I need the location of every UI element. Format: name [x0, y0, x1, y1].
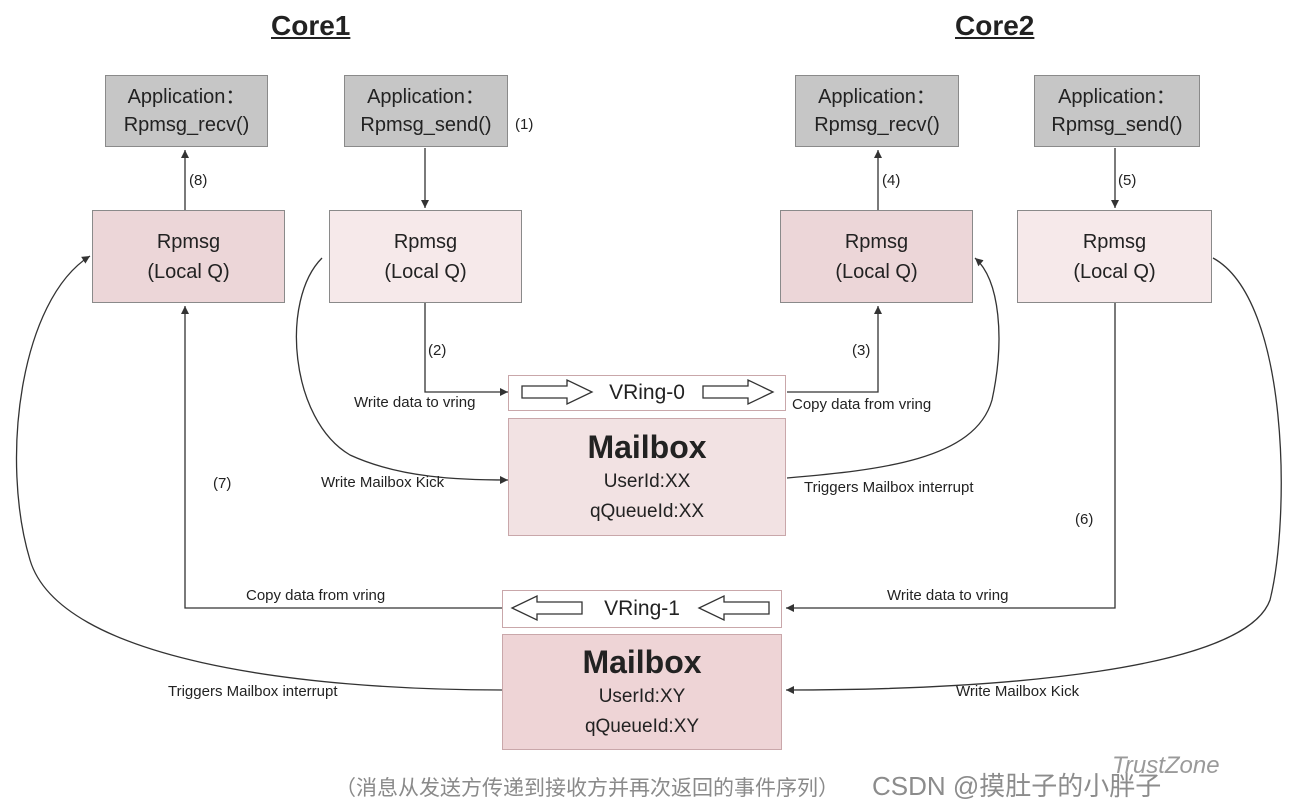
- mailbox0-queueid: qQueueId:XX: [589, 501, 705, 522]
- step-6-label: (6): [1075, 511, 1094, 528]
- mailbox1-queueid: qQueueId:XY: [584, 716, 700, 737]
- label-copy-vring0: Copy data from vring: [792, 396, 932, 413]
- step-2-label: (2): [428, 342, 447, 359]
- arrow-step6: [786, 303, 1116, 612]
- core1-app-recv-line1: Application：: [127, 86, 246, 108]
- mailbox0-box: Mailbox UserId:XX qQueueId:XX: [508, 418, 786, 536]
- figure-caption: （消息从发送方传递到接收方并再次返回的事件序列）: [335, 777, 839, 800]
- core1-rpmsg-recv-line2: (Local Q): [147, 260, 230, 283]
- arrow-kick0: [295, 257, 509, 484]
- core2-rpmsg-recv-box: Rpmsg (Local Q): [780, 210, 973, 303]
- arrow-trigger0: [786, 257, 1000, 479]
- arrow-kick1: [785, 257, 1282, 694]
- vring1-label: VRing-1: [604, 597, 680, 620]
- label-write-vring0: Write data to vring: [354, 394, 476, 411]
- core2-app-recv-line1: Application：: [818, 86, 936, 108]
- vring1-arrow-left: [510, 594, 583, 622]
- core1-rpmsg-send-box: Rpmsg (Local Q): [329, 210, 522, 303]
- label-write-vring1: Write data to vring: [887, 587, 1009, 604]
- mailbox0-title: Mailbox: [587, 429, 707, 465]
- step-7-label: (7): [213, 475, 232, 492]
- core2-rpmsg-recv-line1: Rpmsg: [844, 230, 909, 253]
- arrow-step7: [181, 306, 502, 609]
- core1-title: Core1: [271, 10, 351, 41]
- core1-rpmsg-recv-line1: Rpmsg: [156, 230, 221, 253]
- step-8-label: (8): [189, 172, 208, 189]
- label-trigger1: Triggers Mailbox interrupt: [168, 683, 338, 700]
- core1-app-send-line1: Application：: [367, 86, 485, 108]
- label-copy-vring1: Copy data from vring: [246, 587, 386, 604]
- core2-app-recv-line2: Rpmsg_recv(): [814, 114, 940, 136]
- core1-app-send-box: Application： Rpmsg_send(): [344, 75, 508, 147]
- core2-rpmsg-send-line1: Rpmsg: [1082, 230, 1147, 253]
- arrow-trigger1: [15, 255, 503, 691]
- core2-title: Core2: [955, 10, 1035, 41]
- label-trigger0: Triggers Mailbox interrupt: [804, 479, 974, 496]
- vring0-box: VRing-0: [508, 375, 786, 411]
- step-1-label: (1): [515, 116, 534, 133]
- label-write-kick0: Write Mailbox Kick: [321, 474, 445, 491]
- core2-app-send-line1: Application：: [1058, 86, 1176, 108]
- step-5-label: (5): [1118, 172, 1137, 189]
- arrow-step2: [424, 303, 508, 396]
- core1-app-recv-line2: Rpmsg_recv(): [123, 114, 250, 136]
- mailbox1-userid: UserId:XY: [598, 686, 686, 707]
- vring0-arrow-left: [521, 378, 594, 406]
- core1-app-recv-box: Application： Rpmsg_recv(): [105, 75, 268, 147]
- core2-app-send-line2: Rpmsg_send(): [1051, 114, 1183, 136]
- core1-app-send-line2: Rpmsg_send(): [360, 114, 492, 136]
- core1-rpmsg-send-line2: (Local Q): [384, 260, 467, 283]
- step-4-label: (4): [882, 172, 901, 189]
- core2-app-send-box: Application： Rpmsg_send(): [1034, 75, 1200, 147]
- core1-rpmsg-recv-box: Rpmsg (Local Q): [92, 210, 285, 303]
- label-write-kick1: Write Mailbox Kick: [956, 683, 1080, 700]
- vring1-box: VRing-1: [502, 590, 782, 628]
- watermark-trustzone: TrustZone: [1112, 752, 1220, 779]
- mailbox0-userid: UserId:XX: [603, 471, 691, 492]
- arrow-step3: [787, 306, 882, 393]
- mailbox1-title: Mailbox: [582, 644, 702, 680]
- vring1-arrow-right: [697, 594, 770, 622]
- core2-app-recv-box: Application： Rpmsg_recv(): [795, 75, 959, 147]
- mailbox1-box: Mailbox UserId:XY qQueueId:XY: [502, 634, 782, 750]
- core2-rpmsg-send-box: Rpmsg (Local Q): [1017, 210, 1212, 303]
- vring0-arrow-right: [702, 378, 775, 406]
- step-3-label: (3): [852, 342, 871, 359]
- core2-rpmsg-recv-line2: (Local Q): [835, 260, 918, 283]
- watermark-csdn: CSDN @摸肚子的小胖子: [872, 771, 1162, 801]
- vring0-label: VRing-0: [609, 381, 685, 404]
- core1-rpmsg-send-line1: Rpmsg: [393, 230, 458, 253]
- core2-rpmsg-send-line2: (Local Q): [1073, 260, 1156, 283]
